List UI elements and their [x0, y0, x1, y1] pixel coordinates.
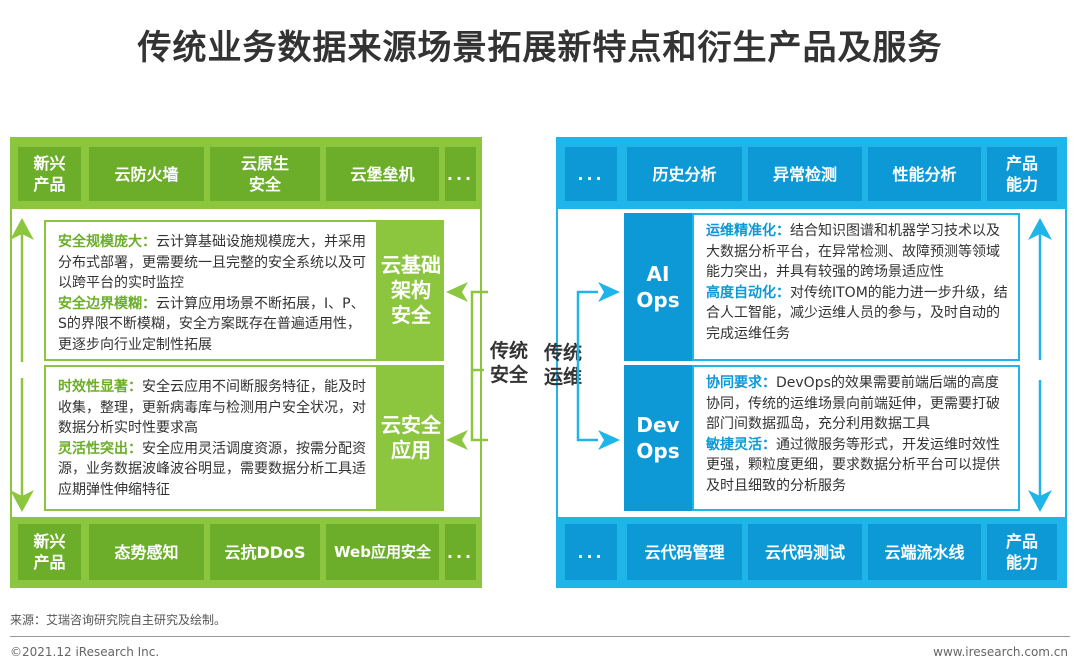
- aiops-arrow-head: [598, 282, 620, 302]
- security-top-tile-cloud-firewall: 云防火墙: [89, 147, 204, 201]
- security-bracket: [470, 290, 488, 442]
- ops-bottom-tile-code-management: 云代码管理: [627, 524, 742, 580]
- website: www.iresearch.com.cn: [933, 645, 1068, 659]
- security-panel: [10, 137, 482, 588]
- aiops-text-precision: 结合知识图谱和机器学习技术以及大数据分析平台，在异常检测、故障预测等领域能力突出…: [706, 223, 1000, 280]
- traditional-ops-label: 传统 运维: [543, 342, 582, 388]
- aiops-keyword-automation: 高度自动化：: [706, 284, 790, 301]
- devops-keyword-agility: 敏捷灵活：: [706, 436, 776, 453]
- ops-top-tile-performance-analysis: 性能分析: [868, 147, 981, 201]
- app-text-timeliness: 安全云应用不间断服务特征，能及时收集，整理，更新病毒库与检测用户安全状况，对数据…: [58, 379, 366, 436]
- devops-label: Dev Ops: [624, 365, 692, 511]
- infra-keyword-scale: 安全规模庞大：: [58, 234, 156, 250]
- aiops-label: AI Ops: [624, 213, 692, 361]
- left-up-arrow-head: [10, 218, 34, 240]
- devops-text-agility: 通过微服务等形式，开发运维时效性更强，颗粒度更细，要求数据分析平台可以提供及时且…: [706, 436, 1000, 494]
- aiops-text-automation: 对传统ITOM的能力进一步升级，结合人工智能，减少运维人员的参与，及时自动的完成…: [706, 284, 1008, 342]
- ops-top-tile-history-analysis: 历史分析: [627, 147, 742, 201]
- right-up-arrow-head: [1028, 218, 1052, 240]
- aiops-box: 运维精准化：结合知识图谱和机器学习技术以及大数据分析平台，在异常检测、故障预测等…: [692, 213, 1020, 361]
- devops-box: 协同要求：DevOps的效果需要前端后端的高度协同，传统的运维场景向前端延伸，更…: [692, 365, 1020, 511]
- security-top-tile-bastion: 云堡垒机: [326, 147, 439, 201]
- infra-keyword-boundary: 安全边界模糊：: [58, 295, 156, 312]
- security-app-arrow-head: [446, 430, 468, 450]
- security-infra-label: 云基础 架构 安全: [378, 220, 444, 361]
- app-keyword-timeliness: 时效性显著：: [58, 379, 142, 395]
- ops-bottom-tile-code-testing: 云代码测试: [748, 524, 862, 580]
- app-text-flexibility: 安全应用灵活调度资源，按需分配资源，业务数据波峰波谷明显，需要数据分析工具适应期…: [58, 440, 366, 498]
- source-note: 来源：艾瑞咨询研究院自主研究及绘制。: [10, 613, 227, 627]
- ops-top-tile-product-capability: 产品 能力: [987, 147, 1057, 201]
- app-keyword-flexibility: 灵活性突出：: [58, 440, 142, 457]
- security-app-label: 云安全 应用: [378, 365, 444, 511]
- page-title: 传统业务数据来源场景拓展新特点和衍生产品及服务: [137, 28, 943, 68]
- aiops-keyword-precision: 运维精准化：: [706, 223, 790, 239]
- ops-bracket: [576, 290, 598, 442]
- ops-bottom-tile-more: ...: [565, 524, 617, 580]
- security-bottom-tile-new-products: 新兴 产品: [18, 524, 81, 580]
- security-bottom-tile-more: ...: [445, 524, 476, 580]
- security-bottom-tile-anti-ddos: 云抗DDoS: [210, 524, 320, 580]
- devops-keyword-collaboration: 协同要求：: [706, 375, 776, 391]
- devops-arrow-head: [598, 430, 620, 450]
- right-down-arrow-head: [1028, 490, 1052, 512]
- devops-text-collaboration: DevOps的效果需要前端后端的高度协同，传统的运维场景向前端延伸，更需要打破部…: [706, 375, 1000, 432]
- ops-top-tile-more: ...: [565, 147, 617, 201]
- copyright: ©2021.12 iResearch Inc.: [10, 645, 160, 659]
- security-infra-arrow-head: [446, 282, 468, 302]
- left-down-arrow-head: [10, 490, 34, 512]
- infra-text-scale: 云计算基础设施规模庞大，并采用分布式部署，更需要统一且完整的安全系统以及可以跨平…: [58, 234, 366, 291]
- ops-bottom-tile-pipeline: 云端流水线: [868, 524, 981, 580]
- infra-text-boundary: 云计算应用场景不断拓展，I、P、S的界限不断模糊，安全方案既存在普遍适用性，更逐…: [58, 295, 365, 353]
- ops-top-tile-anomaly-detection: 异常检测: [748, 147, 862, 201]
- traditional-security-label: 传统 安全: [489, 340, 528, 386]
- footer-divider: [10, 636, 1070, 637]
- ops-bottom-tile-product-capability: 产品 能力: [987, 524, 1057, 580]
- security-app-box: 时效性显著：安全云应用不间断服务特征，能及时收集，整理，更新病毒库与检测用户安全…: [44, 365, 378, 511]
- ops-panel: [556, 137, 1067, 588]
- security-bottom-tile-waf: Web应用安全: [326, 524, 439, 580]
- security-top-tile-more: ...: [445, 147, 476, 201]
- security-top-tile-new-products: 新兴 产品: [18, 147, 81, 201]
- security-top-tile-cloud-native-security: 云原生 安全: [210, 147, 320, 201]
- security-bottom-tile-situation-awareness: 态势感知: [89, 524, 204, 580]
- security-infra-box: 安全规模庞大：云计算基础设施规模庞大，并采用分布式部署，更需要统一且完整的安全系…: [44, 220, 378, 361]
